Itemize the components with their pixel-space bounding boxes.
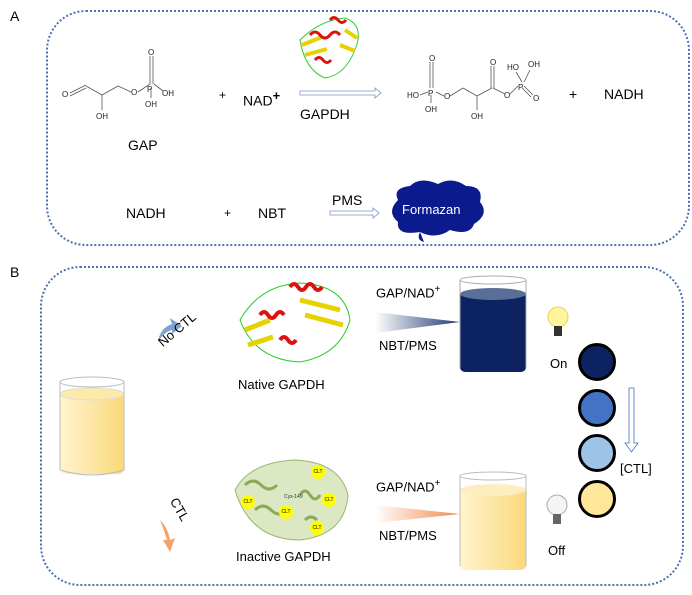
panel-b-label: B [10,264,20,280]
bottom-reagents-1-text: GAP/NAD [376,479,435,495]
nad-label: NAD+ [243,88,280,109]
start-beaker-icon [59,376,125,476]
atom-label: OH [96,112,108,121]
gap-label: GAP [128,137,158,153]
formazan-label: Formazan [402,202,461,217]
nad-charge: + [434,478,441,489]
ctl-gradient-label: [CTL] [620,461,652,476]
cys-residue-tag: Cys-149 [284,494,303,500]
panel-a-frame [46,10,690,246]
on-beaker-icon [459,275,527,372]
nad-charge: + [272,88,281,103]
reaction-arrow [299,87,382,219]
ctl-arrow-icon [160,520,175,552]
clt-tag: CLT [279,505,293,519]
inactive-gapdh-label: Inactive GAPDH [236,549,331,564]
lightbulb-off-icon [546,494,568,524]
panel-a-label: A [10,8,20,24]
atom-label: O [490,58,496,67]
nad-text: NAD [243,92,273,109]
nadh-reactant-label: NADH [126,205,166,221]
reaction-wedge-bottom [375,505,460,523]
top-reagents-1-text: GAP/NAD [376,285,435,301]
atom-label: HO [507,63,519,72]
atom-label: OH [471,112,483,121]
nad-charge: + [434,284,441,295]
atom-label: O [504,91,510,100]
bottom-reagents-1: GAP/NAD+ [376,478,440,494]
atom-label: P [147,85,152,94]
clt-tag: CLT [322,493,336,507]
top-reagents-2: NBT/PMS [379,338,437,353]
color-swatch-yellow [578,480,616,518]
no-ctl-arrow-icon [158,318,182,342]
reaction-wedge-top [375,312,460,333]
native-gapdh-structure-icon [239,282,351,363]
plus-sign: + [569,86,578,102]
atom-label: O [131,88,137,97]
clt-tag: CLT [311,465,325,479]
lightbulb-on-icon [547,306,569,336]
ctl-gradient-arrow-icon [624,387,639,453]
color-swatch-mid-blue [578,389,616,427]
native-gapdh-label: Native GAPDH [238,377,325,392]
nadh-product-label: NADH [604,86,644,102]
clt-tag: CLT [310,521,324,535]
color-swatch-light-blue [578,434,616,472]
off-beaker-icon [459,471,527,570]
bottom-reagents-2: NBT/PMS [379,528,437,543]
state-off-label: Off [548,543,566,558]
panel-b-frame [40,266,684,586]
atom-label: OH [145,100,157,109]
atom-label: HO [407,91,419,100]
atom-label: OH [162,89,174,98]
inactive-gapdh-structure-icon [234,459,349,541]
atom-label: O [62,90,68,99]
clt-tag: CLT [241,495,255,509]
state-on-label: On [550,356,568,371]
nbt-label: NBT [258,205,286,221]
gapdh-enzyme-label: GAPDH [300,106,350,122]
atom-label: P [518,83,523,92]
formazan-cloud-icon [392,180,484,242]
atom-label: OH [528,60,540,69]
atom-label: O [533,94,539,103]
color-swatch-dark-blue [578,343,616,381]
pms-label: PMS [332,192,363,208]
top-reagents-1: GAP/NAD+ [376,284,440,300]
gapdh-structure-icon [299,16,359,79]
atom-label: P [428,89,433,98]
plus-sign: + [219,88,227,102]
atom-label: OH [425,105,437,114]
atom-label: O [148,48,154,57]
atom-label: O [444,92,450,101]
plus-sign: + [224,206,232,220]
atom-label: O [429,54,435,63]
